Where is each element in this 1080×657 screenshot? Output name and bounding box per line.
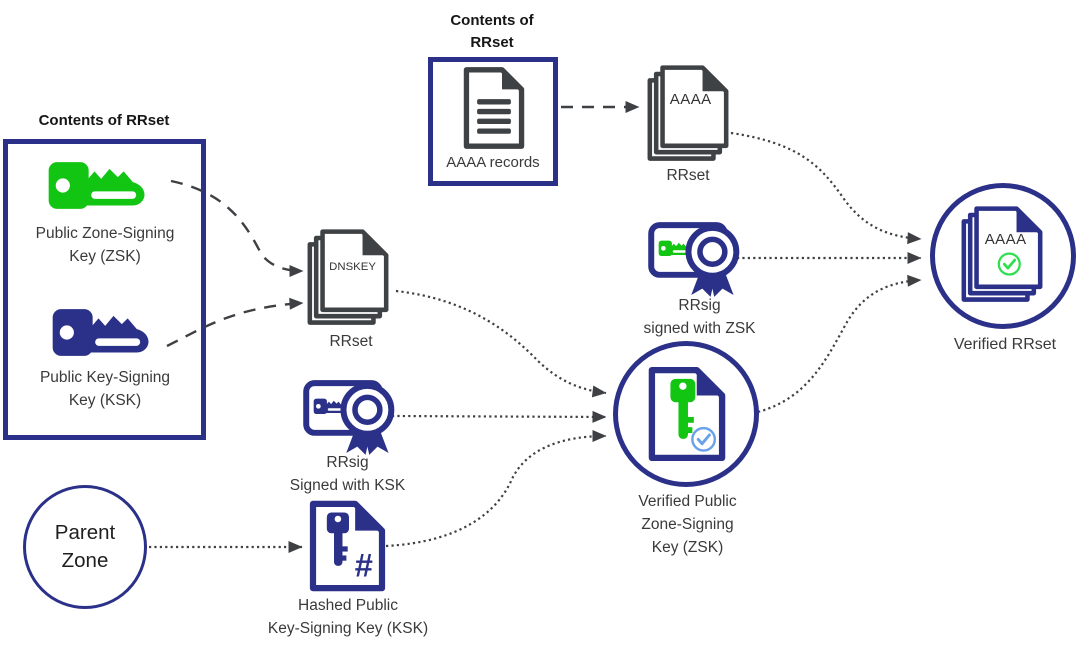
- ksk-key-icon: [52, 309, 149, 356]
- left-rrset-box-title: Contents of RRset: [38, 112, 170, 129]
- rrsig-zsk-seal-icon: [648, 222, 740, 297]
- parent-zone-circle: Parent Zone: [23, 485, 147, 609]
- arrow-rrsig-ksk-to-verified-zsk: [391, 410, 607, 423]
- aaaa-rrset-doc-text: AAAA: [670, 91, 712, 108]
- ksk-key-label: Public Key-Signing Key (KSK): [39, 369, 171, 409]
- aaaa-records-document-icon: [463, 67, 525, 149]
- arrow-verified-zsk-to-verified-rrset: [757, 274, 922, 414]
- blue-check-circle-icon: [691, 426, 717, 452]
- green-check-circle-icon: [997, 252, 1021, 276]
- verified-rrset-doc-text: AAAA: [985, 231, 1027, 248]
- rrsig-zsk-label: RRsig signed with ZSK: [643, 297, 756, 337]
- dnskey-rrset-doc-text: DNSKEY: [329, 261, 376, 273]
- arrow-hashed-ksk-to-verified-zsk: [385, 430, 607, 548]
- verified-rrset-stack-icon: AAAA: [961, 206, 1043, 302]
- hash-symbol: #: [355, 548, 373, 584]
- aaaa-rrset-label: RRset: [666, 167, 710, 184]
- zsk-key-label: Public Zone-Signing Key (ZSK): [35, 225, 175, 265]
- top-rrset-box: [428, 57, 558, 186]
- aaaa-records-label: AAAA records: [446, 154, 540, 171]
- verified-rrset-label: Verified RRset: [953, 336, 1057, 353]
- zsk-key-icon: [48, 162, 145, 209]
- rrsig-ksk-label: RRsig Signed with KSK: [289, 454, 406, 494]
- rrsig-ksk-seal-icon: [303, 380, 395, 455]
- aaaa-rrset-stack-icon: AAAA: [647, 65, 729, 161]
- arrow-ksk-to-dnskey: [166, 297, 304, 348]
- arrow-rrset-to-verified-rrset: [730, 131, 922, 245]
- arrow-dnskey-to-verified-zsk: [395, 289, 607, 398]
- top-rrset-box-title: Contents of RRset: [450, 12, 534, 51]
- hashed-ksk-document-icon: #: [309, 500, 386, 592]
- verified-zsk-circle: [613, 341, 759, 487]
- dnskey-rrset-stack-icon: DNSKEY: [307, 229, 389, 325]
- dnskey-rrset-label: RRset: [329, 333, 373, 350]
- verified-rrset-circle: [930, 183, 1076, 329]
- verified-zsk-key-glyph: [670, 378, 696, 439]
- verified-zsk-document-icon: [648, 366, 726, 462]
- hashed-ksk-label: Hashed Public Key-Signing Key (KSK): [267, 597, 429, 637]
- arrow-zsk-to-dnskey: [170, 179, 304, 277]
- left-rrset-box: [3, 139, 206, 440]
- parent-zone-label: Parent Zone: [54, 521, 116, 572]
- verified-zsk-label: Verified Public Zone-Signing Key (ZSK): [638, 493, 737, 556]
- hashed-key-glyph: [326, 512, 349, 566]
